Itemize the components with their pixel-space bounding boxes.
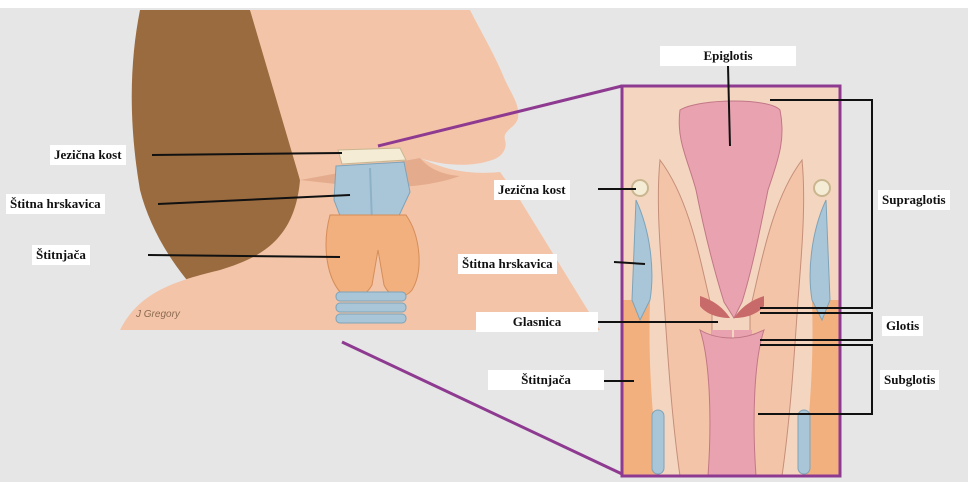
label-thyroid-cartilage-right: Štitna hrskavica [458,254,557,274]
label-thyroid-cartilage-left: Štitna hrskavica [6,194,105,214]
label-glottis: Glotis [882,316,923,336]
trachea-ring [336,292,406,301]
hyoid-right [814,180,830,196]
label-hyoid-right: Jezična kost [494,180,570,200]
label-supraglottis: Supraglotis [878,190,950,210]
label-thyroid-gland-left: Štitnjača [32,245,90,265]
trachea-ring [336,303,406,312]
label-subglottis: Subglotis [880,370,939,390]
larynx-cross-section [622,86,840,476]
label-epiglottis: Epiglotis [660,46,796,66]
label-thyroid-gland-right: Štitnjača [488,370,604,390]
subglottic-airway [700,330,764,476]
trachea-ring [336,314,406,323]
label-vocal-cord: Glasnica [476,312,598,332]
artist-credit: J Gregory [136,309,180,320]
label-hyoid-left: Jezična kost [50,145,126,165]
